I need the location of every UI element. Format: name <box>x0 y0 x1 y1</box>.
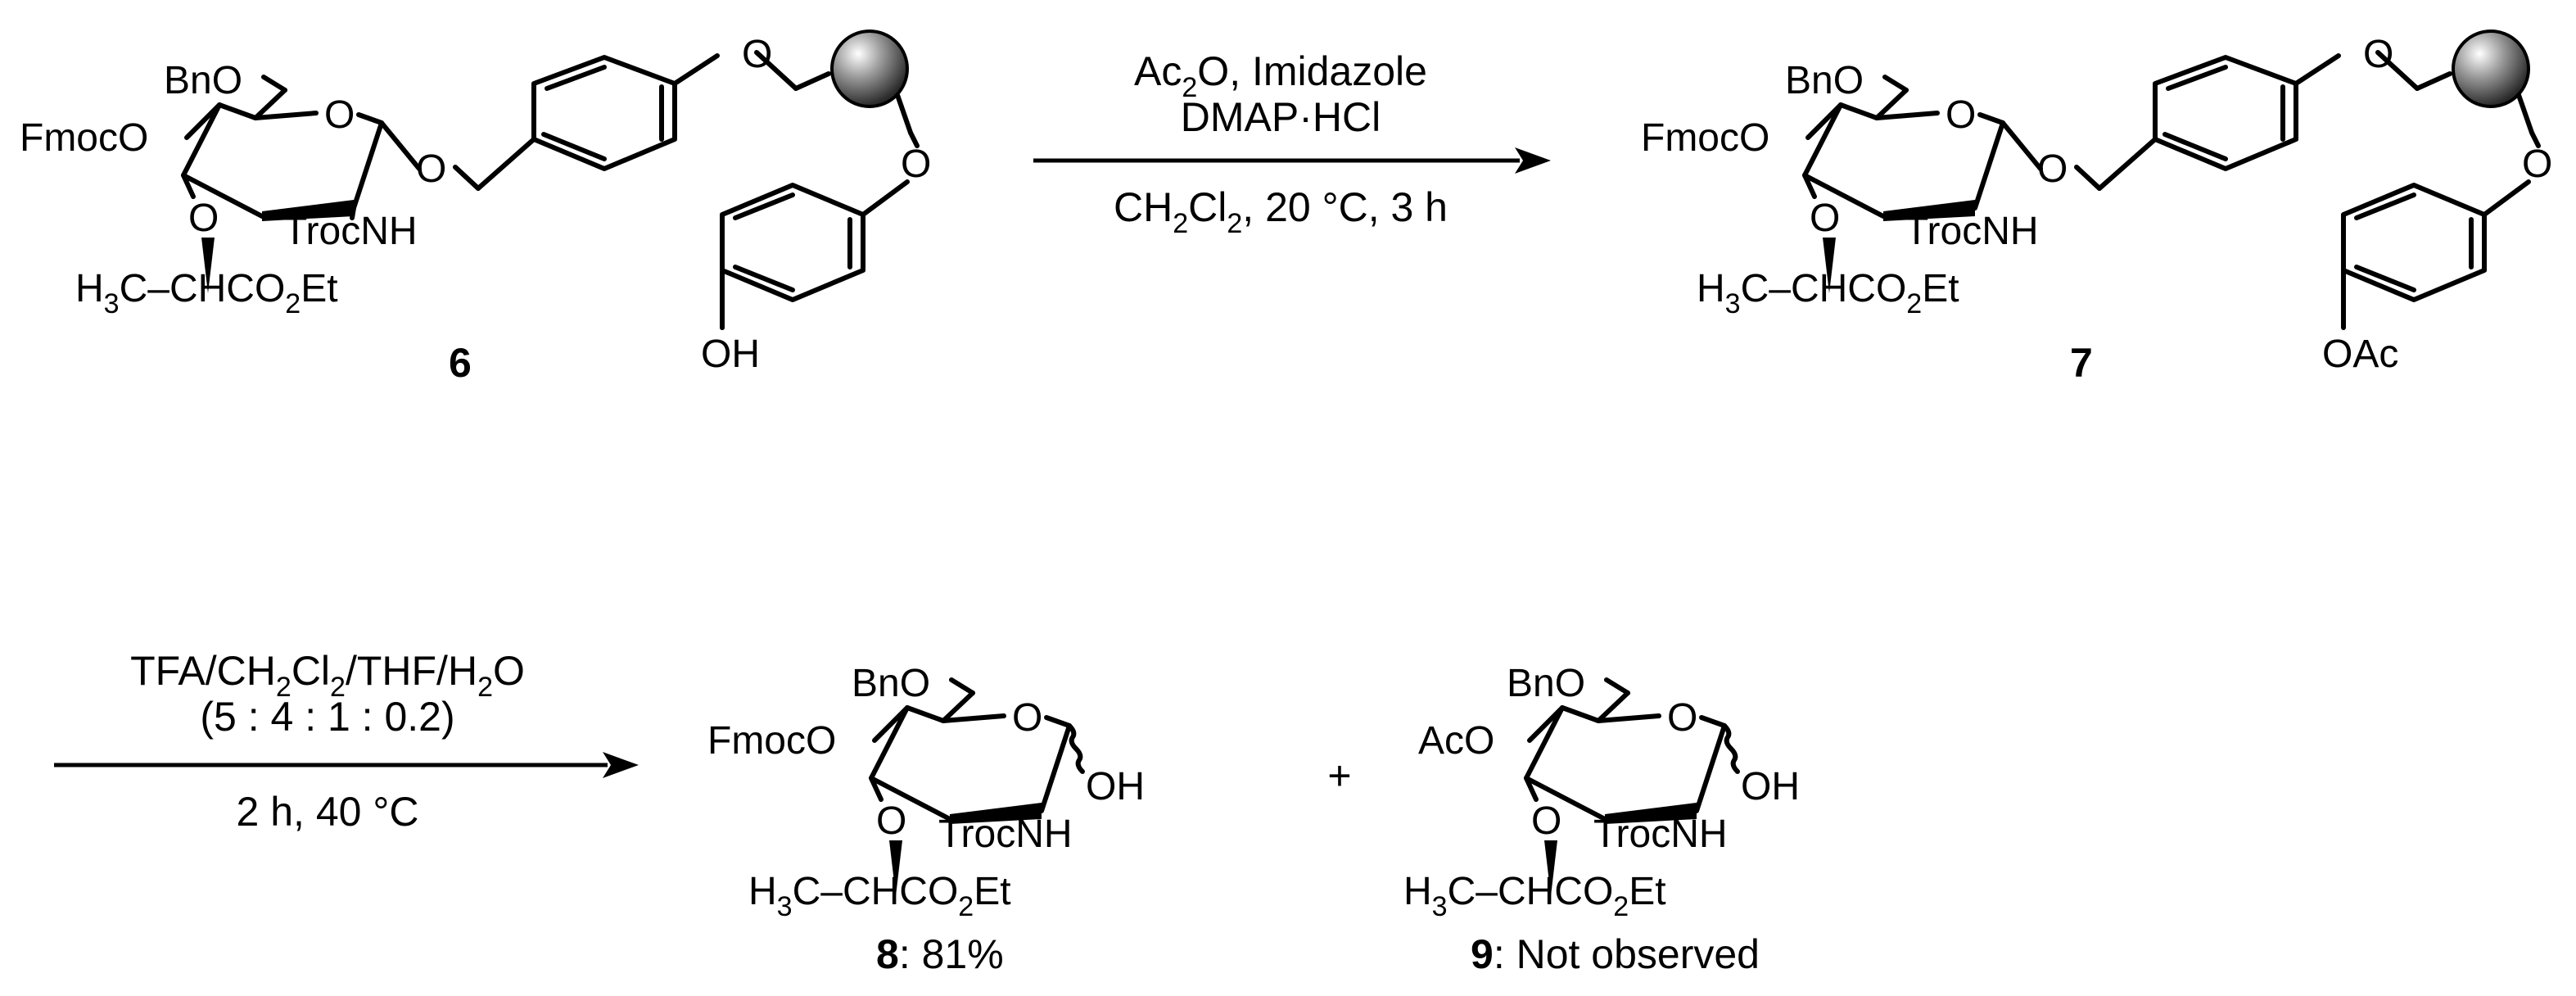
side-chain-label: H3C–CHCO2Et <box>748 870 1011 922</box>
side-chain-label: H3C–CHCO2Et <box>1697 267 1959 319</box>
trocnh-label: TrocNH <box>283 210 418 253</box>
pyranose-ring <box>1524 677 1740 896</box>
bno-label: BnO <box>164 59 242 102</box>
plus-sign: + <box>1327 753 1351 799</box>
side-chain-label: H3C–CHCO2Et <box>75 267 338 319</box>
fmoco-label: FmocO <box>707 719 836 763</box>
aco-label: AcO <box>1418 719 1494 763</box>
compound-7: BnO FmocO O O TrocNH O H3C–CHCO2Et O O O… <box>1641 29 2552 386</box>
ring-oxygen-label: O <box>1667 696 1697 740</box>
pyranose-ring <box>181 75 536 293</box>
anomeric-oxygen-label: O <box>416 147 446 191</box>
linker-oxygen-2-label: O <box>2522 143 2552 186</box>
step1-conditions-line3: CH2Cl2, 20 °C, 3 h <box>1114 184 1448 239</box>
step1-reagent-line1: Ac2O, Imidazole <box>1134 48 1427 103</box>
compound-6: BnO FmocO O O TrocNH O H3C–CHCO2Et O O O… <box>20 29 931 386</box>
ring-oxygen-label: O <box>1946 93 1976 137</box>
step-2: TFA/CH2Cl2/THF/H2O (5 : 4 : 1 : 0.2) 2 h… <box>54 648 639 835</box>
trocnh-label: TrocNH <box>1905 210 2039 253</box>
bno-label: BnO <box>852 662 930 705</box>
step-1: Ac2O, Imidazole DMAP·HCl CH2Cl2, 20 °C, … <box>1033 48 1551 239</box>
o3-label: O <box>188 197 219 240</box>
ring-oxygen-label: O <box>324 93 355 137</box>
step2-ratio-line2: (5 : 4 : 1 : 0.2) <box>200 694 454 740</box>
resin-bead-icon <box>830 29 909 108</box>
compound-7-number: 7 <box>2070 340 2093 386</box>
compound-9: BnO AcO O OH TrocNH O H3C–CHCO2Et 9: Not… <box>1403 662 1800 977</box>
pyranose-ring <box>1802 75 2158 293</box>
pyranose-ring <box>869 677 1085 896</box>
bno-label: BnO <box>1507 662 1585 705</box>
linker-oxygen-1-label: O <box>2363 33 2393 76</box>
compound-9-caption: 9: Not observed <box>1471 931 1760 977</box>
resin-bead-icon <box>2452 29 2530 108</box>
o3-label: O <box>1810 197 1840 240</box>
o3-label: O <box>1531 799 1561 843</box>
linker-oxygen-1-label: O <box>742 33 772 76</box>
terminal-oac-label: OAc <box>2322 333 2398 376</box>
anomeric-oh-label: OH <box>1086 765 1145 808</box>
step2-reagent-line1: TFA/CH2Cl2/THF/H2O <box>130 648 525 703</box>
bno-label: BnO <box>1785 59 1864 102</box>
arrowhead-2-icon <box>603 752 639 778</box>
aryl-ring-upper <box>2153 50 2452 171</box>
aryl-ring-lower <box>2341 93 2541 330</box>
o3-label: O <box>876 799 906 843</box>
aryl-ring-lower <box>720 93 920 330</box>
compound-8-caption: 8: 81% <box>876 931 1004 977</box>
anomeric-oxygen-label: O <box>2037 147 2068 191</box>
linker-oxygen-2-label: O <box>901 143 931 186</box>
anomeric-oh-label: OH <box>1741 765 1800 808</box>
wavy-anomeric-bond <box>1067 723 1085 774</box>
fmoco-label: FmocO <box>20 116 148 160</box>
compound-8: BnO FmocO O OH TrocNH O H3C–CHCO2Et 8: 8… <box>707 662 1145 977</box>
compound-6-number: 6 <box>449 340 472 386</box>
ring-oxygen-label: O <box>1012 696 1042 740</box>
trocnh-label: TrocNH <box>1593 813 1728 856</box>
aryl-ring-upper <box>531 50 831 171</box>
wavy-anomeric-bond <box>1722 723 1740 774</box>
step1-reagent-line2: DMAP·HCl <box>1181 94 1381 140</box>
fmoco-label: FmocO <box>1641 116 1769 160</box>
step2-conditions-line3: 2 h, 40 °C <box>237 789 419 835</box>
terminal-oh-label: OH <box>701 333 760 376</box>
side-chain-label: H3C–CHCO2Et <box>1403 870 1666 922</box>
arrowhead-1-icon <box>1515 147 1551 174</box>
trocnh-label: TrocNH <box>938 813 1073 856</box>
